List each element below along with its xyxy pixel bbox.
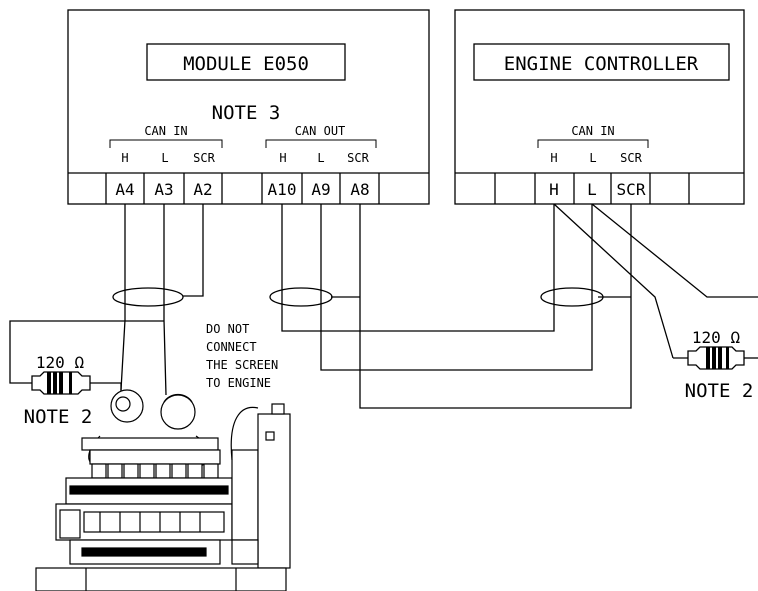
engine-controller-title-box [473, 43, 730, 81]
module-can-out-pin-scr: SCR [347, 151, 369, 165]
warning-line-2: CONNECT [206, 340, 257, 354]
can-out-bracket [265, 139, 377, 148]
engine-controller: ENGINE CONTROLLER CAN IN H L SCR H L SCR [454, 9, 745, 205]
ec-terminal-h: H [549, 180, 559, 199]
wire-a9-to-ec-l [320, 204, 593, 371]
module-title-box [146, 43, 346, 81]
warning-line-3: THE SCREEN [206, 358, 278, 372]
wire-a2-scr [183, 204, 204, 297]
left-resistor-wire-top [9, 320, 164, 384]
terminal-a9: A9 [311, 180, 330, 199]
wire-ec-l-out [591, 203, 758, 298]
terminal-a2: A2 [193, 180, 212, 199]
engine-illustration [35, 389, 291, 591]
ec-terminal-strip [455, 172, 744, 204]
wire-a4-h [120, 204, 126, 391]
module-can-out-label: CAN OUT [295, 124, 346, 138]
right-resistor: 120 Ω NOTE 2 [673, 328, 758, 402]
terminal-a4: A4 [115, 180, 134, 199]
terminal-a10: A10 [268, 180, 297, 199]
warning-line-4: TO ENGINE [206, 376, 271, 390]
module-can-out-pin-l: L [317, 151, 324, 165]
module-can-in-label: CAN IN [144, 124, 187, 138]
terminal-a8: A8 [350, 180, 369, 199]
screen-ellipse-ec [540, 287, 604, 307]
wire-a8-to-ec-scr [359, 204, 632, 409]
wire-a10-to-ec-h [281, 204, 555, 332]
ec-can-in-pin-scr: SCR [620, 151, 642, 165]
module-e050: MODULE E050 NOTE 3 CAN IN H L SCR CAN OU… [67, 9, 430, 205]
ec-terminal-l: L [587, 180, 597, 199]
module-title: MODULE E050 [183, 53, 309, 75]
ec-can-in-pin-h: H [550, 151, 557, 165]
wiring [112, 203, 758, 409]
left-resistor-note: NOTE 2 [24, 406, 93, 428]
left-resistor: 120 Ω NOTE 2 [9, 320, 164, 428]
screen-ellipse-can-out [269, 287, 333, 307]
left-resistor-value: 120 Ω [36, 353, 85, 372]
ec-can-in-pin-l: L [589, 151, 596, 165]
engine-controller-box [454, 9, 745, 205]
module-can-in-pin-h: H [121, 151, 128, 165]
wire-a3-l [163, 204, 167, 396]
module-can-in-pin-l: L [161, 151, 168, 165]
screen-ellipse-can-in [112, 287, 184, 307]
ec-can-in-label: CAN IN [571, 124, 614, 138]
right-resistor-value: 120 Ω [692, 328, 741, 347]
can-in-bracket [109, 139, 223, 148]
module-can-in-pin-scr: SCR [193, 151, 215, 165]
module-can-out-pin-h: H [279, 151, 286, 165]
module-terminal-strip [68, 172, 429, 204]
module-box [67, 9, 430, 205]
screen-warning: DO NOT CONNECT THE SCREEN TO ENGINE [206, 322, 278, 390]
left-resistor-wire-right [90, 382, 122, 392]
engine-controller-title: ENGINE CONTROLLER [504, 53, 699, 75]
terminal-a3: A3 [154, 180, 173, 199]
warning-line-1: DO NOT [206, 322, 249, 336]
right-resistor-note: NOTE 2 [685, 380, 754, 402]
wire-ec-h-out [553, 203, 674, 359]
ec-can-in-bracket [537, 139, 649, 148]
ec-terminal-scr: SCR [617, 180, 646, 199]
module-note: NOTE 3 [212, 102, 281, 124]
